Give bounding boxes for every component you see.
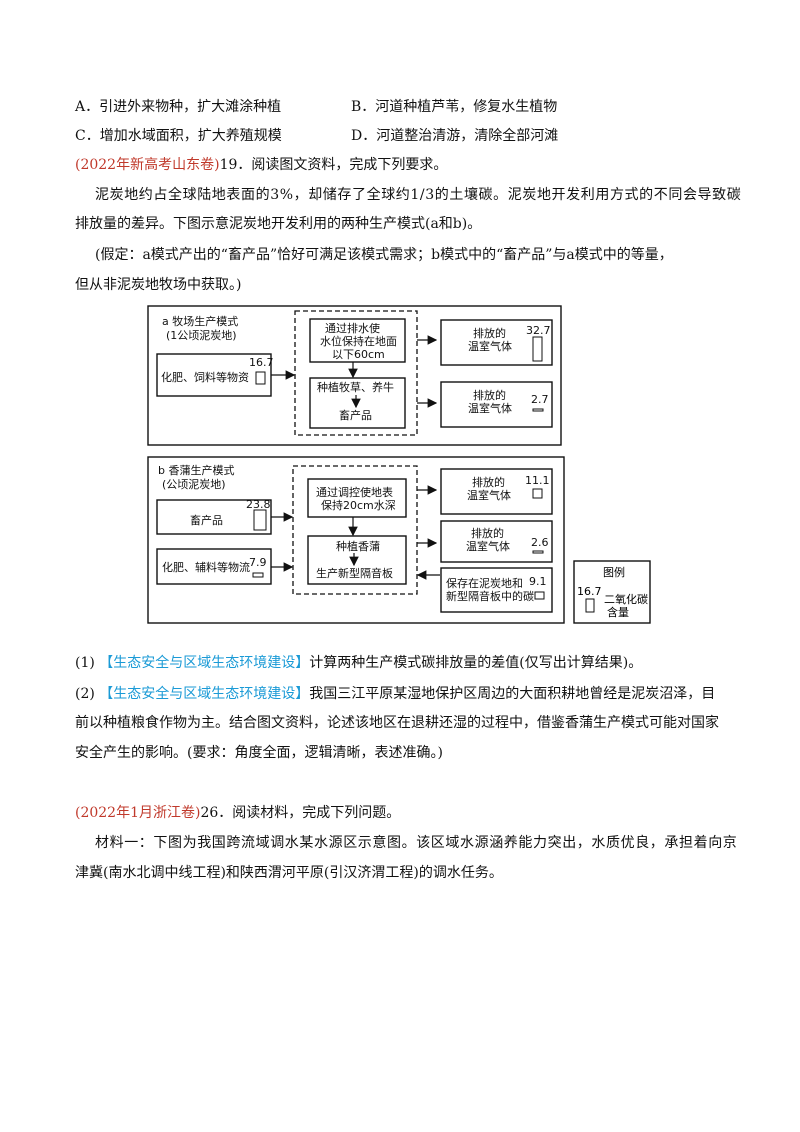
mode-b-frame xyxy=(147,456,565,624)
mode-b-out3-l2: 新型隔音板中的碳 xyxy=(446,589,534,603)
mode-b-process-dashed xyxy=(292,465,418,595)
mode-b-step2: 种植香蒲 xyxy=(336,539,380,553)
mode-b-input1-label: 畜产品 xyxy=(190,513,223,527)
mode-b-out1-bar xyxy=(532,488,543,499)
mode-a-step1-l2: 水位保持在地面 xyxy=(320,334,397,348)
legend-label-l2: 含量 xyxy=(607,605,629,619)
mode-a-out1-l2: 温室气体 xyxy=(468,339,512,353)
mode-b-out2-l2: 温室气体 xyxy=(466,539,510,553)
q19-para2-line1: (假定：a模式产出的“畜产品”恰好可满足该模式需求；b模式中的“畜产品”与a模式… xyxy=(95,247,673,263)
q26-material-line1: 材料一：下图为我国跨流域调水某水源区示意图。该区域水源涵养能力突出，水质优良，承… xyxy=(95,835,738,851)
mode-b-input1-bar xyxy=(253,509,267,531)
q19-sub2-line1: (2) 【生态安全与区域生态环境建设】我国三江平原某湿地保护区周边的大面积耕地曾… xyxy=(75,684,715,704)
legend-label-l1: 二氧化碳 xyxy=(604,592,648,606)
mode-a-step1-l1: 通过排水使 xyxy=(325,321,380,335)
q19-para1-line2: 排放量的差异。下图示意泥炭地开发利用的两种生产模式(a和b)。 xyxy=(75,216,482,232)
diagram-legend: 图例 16.7 二氧化碳 含量 xyxy=(573,560,651,624)
q19-sub2-line3: 安全产生的影响。(要求：角度全面，逻辑清晰，表述准确。) xyxy=(75,745,443,761)
mode-a-out2-value: 2.7 xyxy=(531,393,549,406)
mode-a-out1-l1: 排放的 xyxy=(473,326,506,340)
mode-a-title: a 牧场生产模式 xyxy=(162,314,238,328)
q19-para1-line1: 泥炭地约占全球陆地表面的3%，却储存了全球约1/3的土壤碳。泥炭地开发利用方式的… xyxy=(95,187,742,203)
q26-source: (2022年1月浙江卷) xyxy=(75,805,201,821)
legend-title: 图例 xyxy=(603,565,625,579)
mode-a-out2-box xyxy=(440,381,553,428)
q19-source: (2022年新高考山东卷) xyxy=(75,157,220,173)
mode-b-input2-box xyxy=(156,548,272,585)
mode-a-frame xyxy=(147,305,562,446)
mode-b-out3-box xyxy=(440,567,553,613)
mode-b-out1-value: 11.1 xyxy=(525,474,550,487)
mode-b-input1-value: 23.8 xyxy=(246,498,271,511)
q19-sub1: (1) 【生态安全与区域生态环境建设】计算两种生产模式碳排放量的差值(仅写出计算… xyxy=(75,653,642,673)
mode-a-out2-bar xyxy=(532,408,544,412)
mode-a-step1-box xyxy=(309,318,406,363)
mode-a-out2-l1: 排放的 xyxy=(473,388,506,402)
option-d: D．河道整治清游，清除全部河滩 xyxy=(351,128,559,144)
option-a: A．引进外来物种，扩大滩涂种植 xyxy=(75,99,282,115)
mode-b-out3-value: 9.1 xyxy=(529,575,547,588)
q19-sub2-num: (2) xyxy=(75,686,95,702)
mode-b-out2-value: 2.6 xyxy=(531,536,549,549)
mode-a-input-box xyxy=(156,353,272,397)
mode-a-product: 畜产品 xyxy=(339,408,372,422)
mode-a-subtitle: (1公顷泥炭地) xyxy=(166,329,237,342)
mode-b-out1-l2: 温室气体 xyxy=(467,488,511,502)
q19-header: (2022年新高考山东卷)19．阅读图文资料，完成下列要求。 xyxy=(75,155,447,175)
q19-sub1-text: 计算两种生产模式碳排放量的差值(仅写出计算结果)。 xyxy=(309,655,643,671)
q26-material-line2: 津冀(南水北调中线工程)和陕西渭河平原(引汉济渭工程)的调水任务。 xyxy=(75,865,503,881)
mode-a-out1-value: 32.7 xyxy=(526,324,551,337)
mode-b-step1-l1: 通过调控使地表 xyxy=(316,485,393,499)
mode-b-out2-box xyxy=(440,520,553,563)
option-b: B．河道种植芦苇，修复水生植物 xyxy=(351,99,558,115)
q19-sub1-num: (1) xyxy=(75,655,95,671)
mode-b-step1-box xyxy=(307,478,407,518)
mode-a-input-bar xyxy=(255,371,266,385)
mode-a-step2: 种植牧草、养牛 xyxy=(317,380,394,394)
mode-a-input-label: 化肥、饲料等物资 xyxy=(161,370,249,384)
q26-intro: 26．阅读材料，完成下列问题。 xyxy=(200,805,401,821)
mode-a-input-value: 16.7 xyxy=(249,356,274,369)
mode-b-input2-bar xyxy=(252,572,264,578)
mode-b-input2-value: 7.9 xyxy=(249,556,267,569)
mode-a-out2-l2: 温室气体 xyxy=(468,401,512,415)
option-c: C．增加水域面积，扩大养殖规模 xyxy=(75,128,282,144)
q19-intro: 19．阅读图文资料，完成下列要求。 xyxy=(219,157,448,173)
q19-sub2-tag: 【生态安全与区域生态环境建设】 xyxy=(99,686,310,702)
mode-b-out1-l1: 排放的 xyxy=(472,475,505,489)
q26-header: (2022年1月浙江卷)26．阅读材料，完成下列问题。 xyxy=(75,803,400,823)
q19-sub1-tag: 【生态安全与区域生态环境建设】 xyxy=(99,655,310,671)
mode-a-out1-bar xyxy=(532,336,543,362)
mode-b-input2-label: 化肥、辅料等物流 xyxy=(162,560,250,574)
mode-b-input1-box xyxy=(156,499,272,535)
mode-b-subtitle: (公顷泥炭地) xyxy=(162,478,226,491)
mode-b-product: 生产新型隔音板 xyxy=(316,566,393,580)
mode-b-step1-l2: 保持20cm水深 xyxy=(321,498,396,512)
mode-b-out2-l1: 排放的 xyxy=(471,526,504,540)
q19-para2-line2: 但从非泥炭地牧场中获取。) xyxy=(75,277,242,293)
mode-a-step1-l3: 以下60cm xyxy=(332,348,385,361)
mode-b-out3-bar xyxy=(534,591,545,600)
peatland-production-diagram: a 牧场生产模式 (1公顷泥炭地) 化肥、饲料等物资 16.7 通过排水使 水位… xyxy=(147,305,565,624)
legend-bar xyxy=(585,598,595,613)
mode-a-process-dashed xyxy=(294,310,418,436)
mode-b-title: b 香蒲生产模式 xyxy=(158,463,234,477)
mode-b-out2-bar xyxy=(532,550,544,554)
q19-sub2-text-l1: 我国三江平原某湿地保护区周边的大面积耕地曾经是泥炭沼泽，目 xyxy=(309,686,716,702)
legend-value: 16.7 xyxy=(577,585,602,598)
q19-sub2-line2: 前以种植粮食作物为主。结合图文资料，论述该地区在退耕还湿的过程中，借鉴香蒲生产模… xyxy=(75,715,719,731)
mode-b-out3-l1: 保存在泥炭地和 xyxy=(446,576,523,590)
